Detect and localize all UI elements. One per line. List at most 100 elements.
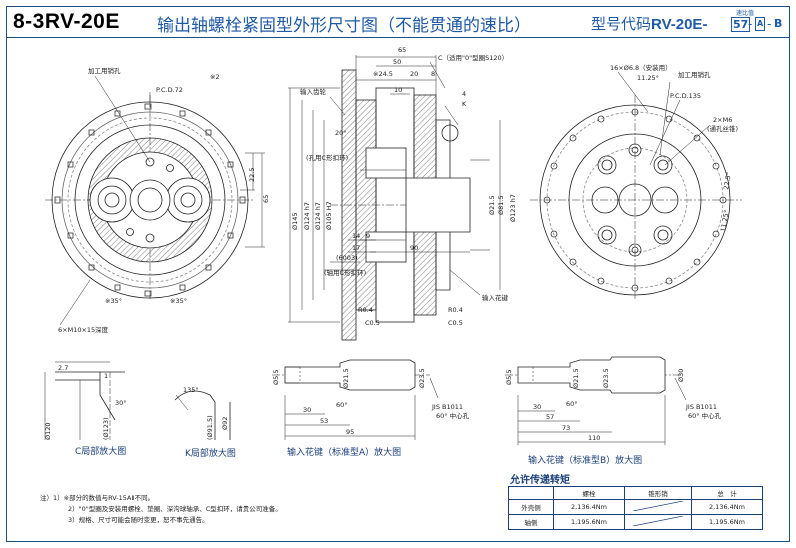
k-dia-92: Ø92 bbox=[221, 417, 229, 430]
m6-label: 2×M6 bbox=[713, 116, 732, 124]
sa-dia-23-5: Ø23.5 bbox=[418, 368, 426, 388]
sa-dia-21-5: Ø21.5 bbox=[342, 368, 350, 388]
product-code: 8-3RV-20E bbox=[13, 10, 120, 33]
c-dia-123: (Ø123) bbox=[102, 417, 110, 440]
notes-block: 注）1）※部分的数值与RV-15AⅡ不同。 2）"0"型圈及安装用螺栓、垫圈、深… bbox=[40, 493, 282, 526]
dia-124-b: Ø124 h7 bbox=[314, 202, 322, 230]
sb-dia-21-5: Ø21.5 bbox=[572, 368, 580, 388]
k-angle-135: 135° bbox=[183, 386, 199, 394]
c-dia-120: Ø120 bbox=[44, 422, 52, 440]
sb-dia-23-5: Ø23.5 bbox=[602, 368, 610, 388]
dim-17: 17 bbox=[352, 244, 360, 252]
pcd-135-label: P.C.D.135 bbox=[670, 92, 701, 100]
dia-81-5: Ø81.5 bbox=[497, 195, 505, 215]
dim-50: 50 bbox=[393, 58, 401, 66]
sb-dim-57: 57 bbox=[546, 413, 554, 421]
angle-35-right: ※35° bbox=[170, 297, 187, 305]
dowel-hole-right-label: 加工用销孔 bbox=[678, 70, 711, 79]
dim-65: 65 bbox=[262, 195, 270, 203]
sa-angle-60: 60° bbox=[336, 401, 348, 409]
sb-center-hole-label: 60° 中心孔 bbox=[688, 411, 722, 420]
c05-left: C0.5 bbox=[365, 319, 380, 327]
dim-4: 4 bbox=[462, 90, 466, 98]
mounting-holes-label: 16×Ø6.8（安装用） bbox=[610, 63, 672, 72]
k-label: K bbox=[462, 100, 467, 108]
option-box: A bbox=[755, 17, 766, 31]
spline-b-title: 输入花键（标准型B）放大图 bbox=[528, 454, 642, 466]
left-view-labels: 加工用销孔 P.C.D.72 ※2 65 22.5 ※35° ※35° 6×M1… bbox=[58, 66, 270, 334]
external-circlip-label: (轴用C形扣环) bbox=[324, 268, 366, 277]
k-detail-title: K局部放大图 bbox=[185, 447, 236, 459]
ratio-box: 57 bbox=[731, 17, 751, 32]
c05-right: C0.5 bbox=[448, 319, 463, 327]
torque-title: 允许传递转矩 bbox=[510, 475, 570, 486]
c-detail-title: C局部放大图 bbox=[75, 445, 126, 457]
sb-angle-60: 60° bbox=[566, 400, 578, 408]
k-detail-view bbox=[174, 390, 231, 440]
internal-circlip-label: (孔用C形扣环) bbox=[306, 153, 348, 162]
right-view-labels: 16×Ø6.8（安装用） 11.25° 加工用销孔 P.C.D.135 2×M6… bbox=[610, 63, 738, 232]
angle-35-left: ※35° bbox=[105, 297, 122, 305]
angle-11-25-top: 11.25° bbox=[637, 74, 659, 82]
dim-14: 14 bbox=[352, 232, 360, 240]
dim-10: 10 bbox=[394, 86, 402, 94]
model-code: 型号代码RV-20E- bbox=[591, 15, 708, 33]
r04-right: R0.4 bbox=[448, 306, 463, 314]
dim-65-top: 65 bbox=[398, 46, 406, 54]
right-end-view bbox=[530, 71, 742, 300]
dia-124-a: Ø124 h7 bbox=[303, 202, 311, 230]
dia-123: Ø123 h7 bbox=[509, 194, 517, 222]
bearing-label: (6003) bbox=[336, 254, 358, 262]
sb-dia-5-5: Ø5.5 bbox=[505, 370, 513, 385]
sb-dia-30: Ø30 bbox=[677, 369, 685, 382]
sb-dim-110: 110 bbox=[588, 434, 600, 442]
section-view-labels: 65 50 ※24.5 20 8 10 4 输入齿轮 C（适用"0"型圈S120… bbox=[291, 46, 517, 327]
note-3: 3）规格、尺寸可能会随时变更，恕不事先通告。 bbox=[68, 516, 209, 524]
dowel-hole-label: 加工用销孔 bbox=[88, 66, 121, 75]
dim-90: 90 bbox=[410, 244, 418, 252]
angle-20: 20° bbox=[335, 129, 347, 137]
dia-105: Ø105 H7 bbox=[325, 201, 333, 230]
r04-left: R0.4 bbox=[358, 306, 373, 314]
through-tap-label: (通孔丝锥) bbox=[707, 124, 738, 133]
dim-20: 20 bbox=[410, 70, 418, 78]
c-dim-1: 1 bbox=[104, 372, 108, 380]
dim-9: 9 bbox=[366, 232, 370, 240]
input-spline-label: 输入花键 bbox=[482, 293, 509, 302]
note2-mark: ※2 bbox=[210, 73, 220, 81]
c-dim-2-7: 2.7 bbox=[58, 364, 68, 372]
pin-cell-empty bbox=[624, 514, 692, 530]
angle-22-5: 22.5° bbox=[722, 171, 733, 190]
o-ring-label: C（适用"0"型圈S120） bbox=[438, 53, 508, 62]
torque-row-shaft: 轴侧 1,195.6Nm 1,195.6Nm bbox=[508, 514, 763, 530]
sa-dim-30: 30 bbox=[303, 406, 311, 414]
sb-dim-73: 73 bbox=[562, 424, 570, 432]
torque-table: 螺栓 锥形销 总 计 外壳侧 2,136.4Nm 2,136.4Nm 轴侧 1,… bbox=[508, 486, 763, 530]
drawing-title: 输出轴螺栓紧固型外形尺寸图（不能贯通的速比） bbox=[157, 16, 531, 36]
dim-24-5: ※24.5 bbox=[373, 70, 393, 78]
section-view bbox=[288, 55, 501, 341]
title-bar: 8-3RV-20E 输出轴螺栓紧固型外形尺寸图（不能贯通的速比） 型号代码RV-… bbox=[7, 7, 789, 38]
spline-a-view bbox=[272, 359, 439, 440]
dim-8: 8 bbox=[431, 70, 435, 78]
left-end-view bbox=[45, 75, 265, 326]
input-gear-label: 输入齿轮 bbox=[300, 87, 327, 96]
c-angle-30: 30° bbox=[115, 399, 127, 407]
spline-a-title: 输入花键（标准型A）放大图 bbox=[287, 446, 401, 458]
torque-row-housing: 外壳侧 2,136.4Nm 2,136.4Nm bbox=[508, 499, 763, 515]
note-1: 注）1）※部分的数值与RV-15AⅡ不同。 bbox=[40, 494, 155, 502]
angle-11-25-side: 11.25° bbox=[719, 209, 731, 232]
sb-jis-label: JIS B1011 bbox=[685, 403, 717, 411]
tap-hole-label: 6×M10×15深度 bbox=[58, 325, 109, 334]
sa-dia-5-5: Ø5.5 bbox=[272, 370, 280, 385]
pin-cell-empty bbox=[624, 499, 692, 515]
c-detail-view bbox=[44, 361, 125, 440]
suffix: B bbox=[774, 17, 783, 30]
sb-dim-30: 30 bbox=[533, 403, 541, 411]
dia-21-5: Ø21.5 bbox=[488, 195, 496, 215]
dim-22-5: 22.5 bbox=[248, 168, 256, 182]
spline-b-view bbox=[505, 356, 687, 445]
k-dia-91-5: (Ø91.5) bbox=[206, 415, 214, 440]
sa-dim-53: 53 bbox=[320, 417, 328, 425]
